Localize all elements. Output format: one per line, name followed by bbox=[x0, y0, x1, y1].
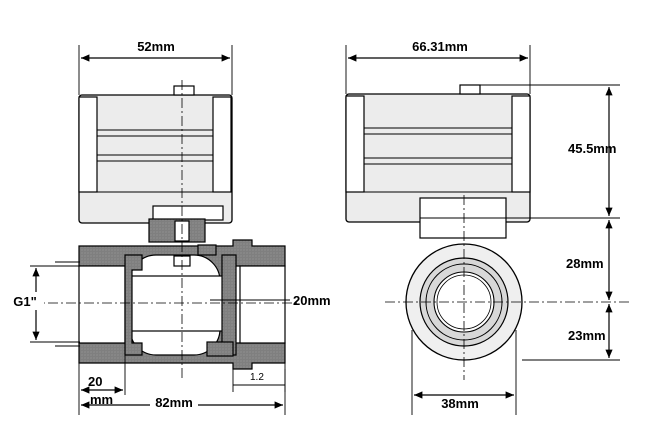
front-actuator bbox=[78, 85, 233, 224]
dim-thread-length-1: 20 bbox=[88, 374, 102, 389]
dim-stem-height: 28mm bbox=[566, 256, 604, 271]
dim-overall-length: 82mm bbox=[155, 395, 193, 410]
dim-port-diameter: 38mm bbox=[441, 396, 479, 411]
dim-actuator-height: 45.5mm bbox=[568, 141, 616, 156]
dim-actuator-width-side: 66.31mm bbox=[412, 39, 468, 54]
side-view: 66.31mm 45.5mm 28mm 23mm 38mm bbox=[345, 39, 630, 415]
dim-bore-diameter: 20mm bbox=[293, 293, 331, 308]
side-actuator bbox=[345, 84, 531, 239]
front-view: 52mm G1" 20mm 20 mm 82mm 1.2 bbox=[8, 39, 331, 415]
dim-actuator-width-front: 52mm bbox=[137, 39, 175, 54]
dim-centerline-offset: 23mm bbox=[568, 328, 606, 343]
dim-thread-size: G1" bbox=[13, 294, 37, 309]
dim-thread-pitch: 1.2 bbox=[250, 372, 264, 383]
